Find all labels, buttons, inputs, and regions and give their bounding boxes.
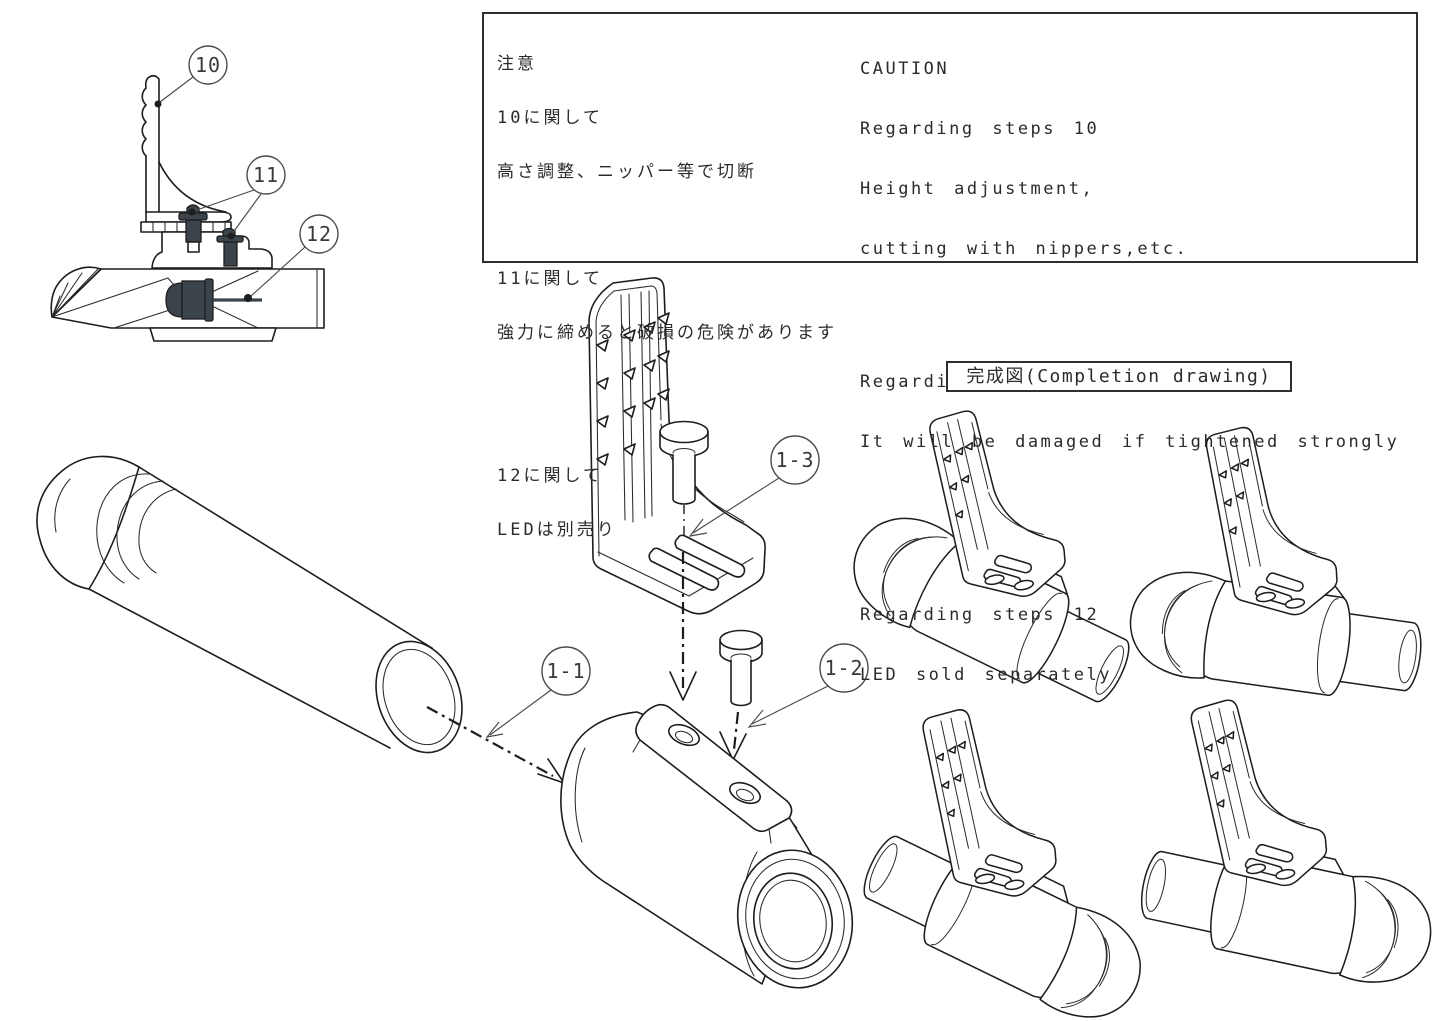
connector-hole-2 <box>728 781 762 805</box>
caution-jp-step11-body: 強力に締めると破損の危険があります <box>497 323 837 343</box>
connector-part <box>560 703 854 989</box>
caution-en-step11-body: It will be damaged if tightened strongly <box>860 432 1400 452</box>
tube-mouth <box>375 640 463 754</box>
caution-jp-step10-body: 高さ調整、ニッパー等で切断 <box>497 162 757 182</box>
connector-bore <box>752 872 834 970</box>
callout-1-2: 1-2 <box>747 643 869 728</box>
side-bottom-tab <box>149 327 277 342</box>
caution-en-step12-body: LED sold separately <box>860 665 1112 685</box>
caution-jp-step12-body: LEDは別売り <box>497 520 617 540</box>
side-pin-right <box>216 227 244 267</box>
side-pedestal <box>151 231 273 269</box>
caution-jp-step10-heading: 10に関して <box>497 108 603 128</box>
bracket-base-slot-2 <box>674 534 746 578</box>
caution-en-step12-heading: Regarding steps 12 <box>860 605 1100 625</box>
caution-en-step10-body2: cutting with nippers,etc. <box>860 239 1189 259</box>
caution-jp-title: 注意 <box>497 54 537 74</box>
caution-jp-step12-heading: 12に関して <box>497 466 603 486</box>
callout-11-label: 11 <box>253 163 279 187</box>
tube-crimp-end <box>36 455 140 590</box>
callout-1-3-label: 1-3 <box>775 448 814 472</box>
completion-drawing-label: 完成図(Completion drawing) <box>946 361 1292 392</box>
caution-en-step10-body1: Height adjustment, <box>860 179 1095 199</box>
pin-1-2 <box>719 629 763 707</box>
side-led <box>165 278 262 322</box>
caution-japanese-column: 注意 10に関して 高さ調整、ニッパー等で切断 11に関して 強力に締めると破損… <box>497 19 837 611</box>
side-view-diagram <box>50 74 325 342</box>
caution-jp-step11-heading: 11に関して <box>497 269 603 289</box>
side-pin-left <box>178 204 208 253</box>
caution-box: 注意 10に関して 高さ調整、ニッパー等で切断 11に関して 強力に締めると破損… <box>482 12 1418 685</box>
callout-11: 11 <box>188 155 286 240</box>
pin-1-3 <box>659 420 709 540</box>
callout-12: 12 <box>244 214 339 302</box>
callout-1-2-label: 1-2 <box>824 656 863 680</box>
insertion-arrow-1-3 <box>669 552 697 701</box>
caution-en-title: CAUTION <box>860 59 950 79</box>
side-bracket-arm <box>141 74 160 214</box>
callout-10: 10 <box>154 45 228 108</box>
callout-10-label: 10 <box>195 53 221 77</box>
caution-english-column: CAUTION Regarding steps 10 Height adjust… <box>860 19 1399 765</box>
callout-12-label: 12 <box>306 222 332 246</box>
side-bracket-gusset <box>158 161 227 213</box>
connector-hole-1 <box>667 723 701 747</box>
callout-1-1-label: 1-1 <box>546 659 585 683</box>
callout-1-3: 1-3 <box>688 435 820 537</box>
caution-en-step10-heading: Regarding steps 10 <box>860 119 1100 139</box>
callout-1-1: 1-1 <box>485 646 591 738</box>
tube-part <box>36 455 463 754</box>
